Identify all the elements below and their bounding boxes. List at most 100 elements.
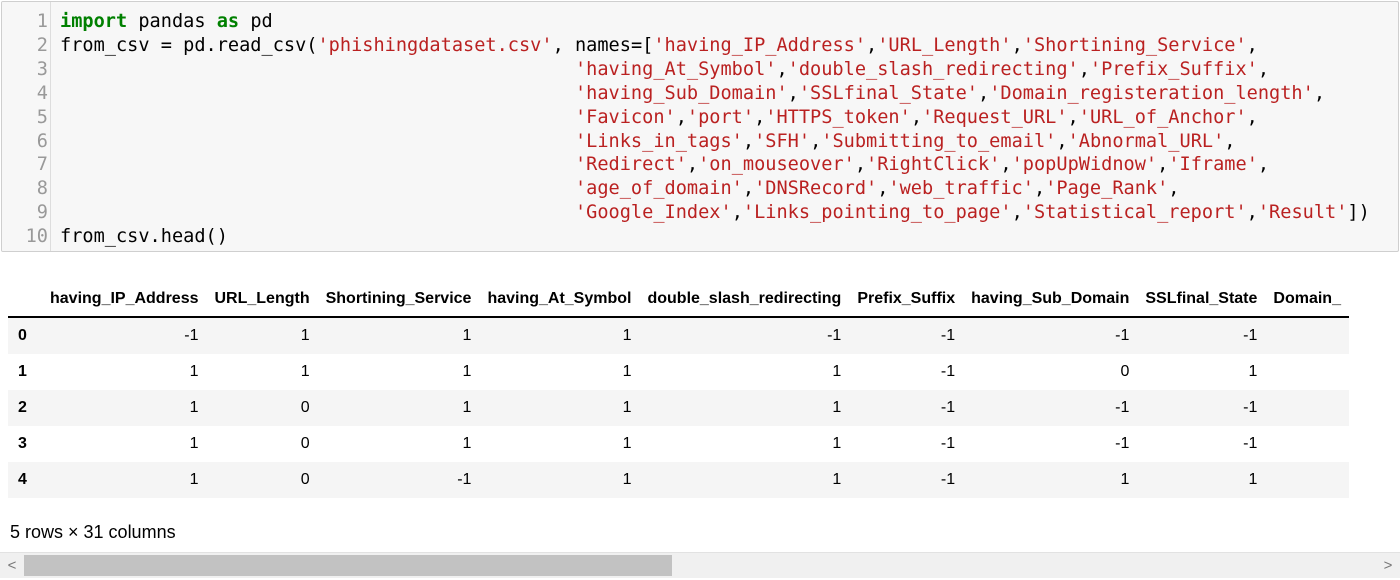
table-cell: 1 (622, 399, 632, 416)
code-token: , (1157, 154, 1169, 176)
code-token (60, 131, 575, 152)
code-token: pd (239, 11, 273, 32)
code-token (60, 59, 575, 80)
table-cell: 0 (1120, 363, 1130, 380)
table-cell: -1 (940, 471, 956, 488)
code-string: 'port' (686, 106, 755, 128)
code-token: , (1246, 106, 1258, 128)
table-cell: 0 (300, 471, 310, 488)
row-index: 0 (18, 327, 27, 344)
code-token: , (1168, 178, 1180, 200)
chevron-left-icon[interactable]: < (7, 557, 17, 574)
code-token: , (1078, 58, 1090, 80)
code-token: , (787, 82, 799, 104)
table-cell: 1 (462, 363, 472, 380)
code-token: , (742, 178, 755, 200)
code-text: 'Redirect','on_mouseover','RightClick','… (60, 153, 1269, 177)
code-token: , (1224, 130, 1236, 152)
line-number: 3 (36, 58, 48, 80)
table-cell: 1 (622, 363, 632, 380)
code-keyword: import (60, 11, 128, 32)
table-cell: -1 (940, 327, 956, 344)
row-index: 4 (18, 471, 27, 488)
line-number: 4 (36, 82, 48, 104)
table-cell (1265, 462, 1349, 498)
code-token: , (1033, 178, 1046, 200)
line-number: 5 (36, 106, 48, 128)
code-string: 'double_slash_redirecting' (787, 58, 1079, 80)
code-token (60, 107, 575, 128)
code-token: , (877, 178, 889, 200)
code-string: 'Page_Rank' (1045, 178, 1169, 200)
code-token: , (675, 106, 687, 128)
column-header: having_Sub_Domain (963, 282, 1138, 318)
column-header: having_IP_Address (42, 282, 207, 318)
table-cell (1265, 390, 1349, 426)
table-cell: -1 (1115, 327, 1130, 344)
table-cell: -1 (457, 471, 472, 488)
code-token: , (776, 58, 788, 80)
table-cell: -1 (1115, 435, 1130, 452)
table-cell: -1 (1243, 327, 1258, 344)
column-header: Shortining_Service (317, 282, 480, 318)
table-cell: -1 (1115, 399, 1130, 416)
code-token (60, 154, 575, 175)
chevron-right-icon[interactable]: > (1383, 557, 1393, 574)
table-cell: 1 (832, 471, 842, 488)
table-cell: 1 (462, 399, 472, 416)
code-token: , (1257, 58, 1270, 80)
code-text: import pandas as pd (60, 10, 273, 34)
code-token: , (810, 130, 822, 152)
code-string: 'Statistical_report' (1022, 202, 1247, 224)
column-header: Prefix_Suffix (849, 282, 964, 318)
line-number: 10 (25, 226, 48, 248)
code-string: 'Redirect' (574, 154, 687, 176)
code-string: 'phishingdataset.csv' (317, 34, 553, 56)
code-string: 'Shortining_Service' (1022, 34, 1247, 56)
code-token: , (866, 34, 878, 56)
table-cell: 1 (189, 471, 199, 488)
table-cell: 1 (622, 471, 632, 488)
code-string: 'Prefix_Suffix' (1089, 58, 1258, 80)
horizontal-scrollbar[interactable]: < > (0, 552, 1400, 578)
column-header: Domain_ (1265, 282, 1349, 318)
code-token: , (1067, 106, 1079, 128)
table-cell: 1 (832, 435, 842, 452)
code-string: 'Request_URL' (922, 106, 1068, 128)
table-cell (1265, 317, 1349, 354)
code-token: , (1011, 202, 1023, 224)
code-text: from_csv = pd.read_csv('phishingdataset.… (60, 34, 1258, 58)
table-cell: -1 (827, 327, 842, 344)
code-string: 'popUpWidnow' (1011, 154, 1158, 176)
code-token: , (1313, 82, 1326, 104)
column-header: double_slash_redirecting (639, 282, 850, 318)
code-string: 'Google_Index' (574, 202, 732, 224)
table-cell: 1 (832, 399, 842, 416)
table-cell: -1 (1243, 435, 1258, 452)
code-token: , (731, 202, 743, 224)
code-string: 'HTTPS_token' (765, 106, 911, 128)
scrollbar-thumb[interactable] (24, 555, 672, 576)
code-string: 'web_traffic' (888, 178, 1034, 200)
code-token: , (742, 130, 755, 152)
code-token: , (854, 154, 867, 176)
code-string: 'Submitting_to_email' (821, 130, 1057, 152)
table-cell: -1 (940, 435, 956, 452)
table-cell: 1 (189, 363, 199, 380)
code-token: , (1000, 154, 1012, 176)
code-string: 'Links_in_tags' (574, 130, 743, 152)
code-token (60, 178, 575, 199)
code-string: 'Result' (1257, 202, 1348, 224)
table-cell: 1 (832, 363, 842, 380)
code-token: , (910, 106, 923, 128)
line-number: 9 (36, 202, 48, 224)
code-string: 'SSLfinal_State' (798, 82, 978, 104)
table-cell: 1 (189, 435, 199, 452)
code-text: 'Links_in_tags','SFH','Submitting_to_ema… (60, 130, 1236, 154)
table-cell: 1 (462, 327, 472, 344)
code-string: 'age_of_domain' (574, 178, 743, 200)
